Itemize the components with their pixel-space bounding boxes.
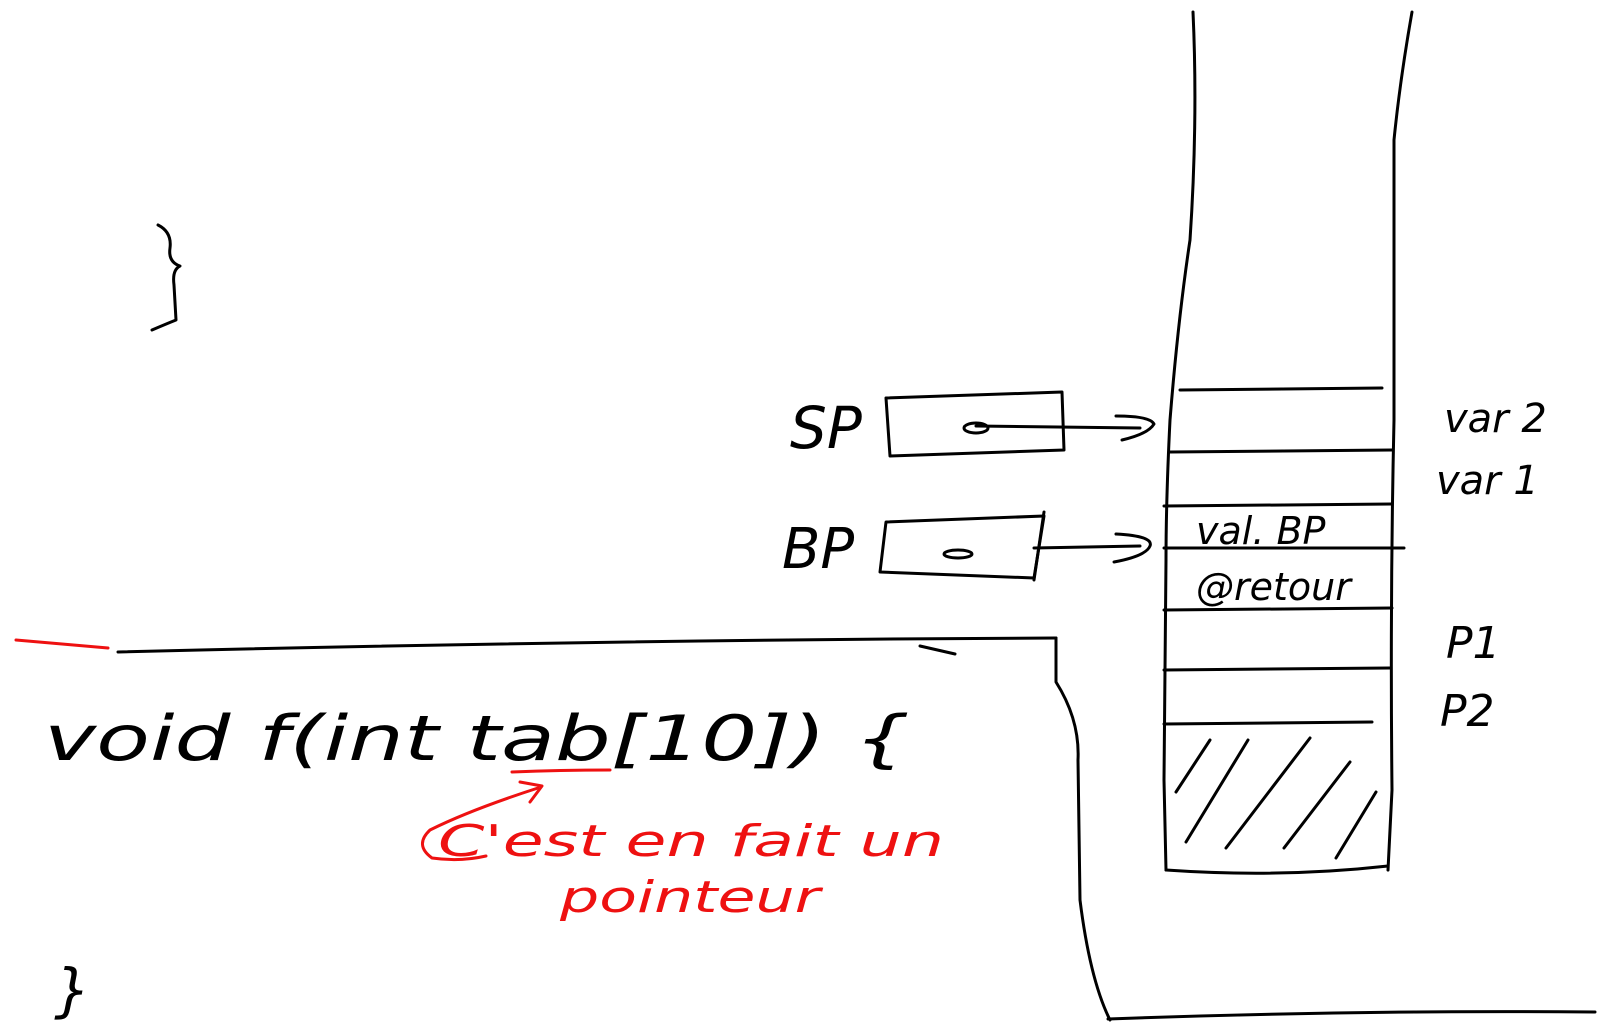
tab-underline <box>510 768 612 774</box>
stack-hatched-area <box>1174 736 1378 860</box>
annotation-line1: C'est en fait un <box>438 816 944 867</box>
sp-register: SP <box>790 390 1066 462</box>
bp-pointer-arrow <box>1032 532 1152 564</box>
annotation-line2: pointeur <box>559 872 824 923</box>
stack-label-p2: P2 <box>1440 686 1495 737</box>
sp-pointer-arrow <box>974 414 1156 442</box>
bp-label: BP <box>782 517 854 582</box>
red-dash-mark <box>14 638 110 650</box>
function-closing-brace: } <box>54 956 91 1024</box>
stack-label-var2: var 2 <box>1444 396 1547 442</box>
stack-label-p1: P1 <box>1446 618 1501 669</box>
annotation-arrow <box>421 780 544 862</box>
stack-label-var1: var 1 <box>1436 458 1539 504</box>
stack-column <box>1162 10 1414 875</box>
bp-register: BP <box>782 510 1046 582</box>
sp-label: SP <box>790 394 862 462</box>
stack-cell-saved-bp: val. BP <box>1196 509 1326 553</box>
top-closing-brace <box>150 223 182 332</box>
stack-cell-return-address: @retour <box>1196 565 1353 609</box>
function-signature: void f(int tab[10]) { <box>44 702 910 775</box>
function-frame-outline <box>116 636 1597 1022</box>
